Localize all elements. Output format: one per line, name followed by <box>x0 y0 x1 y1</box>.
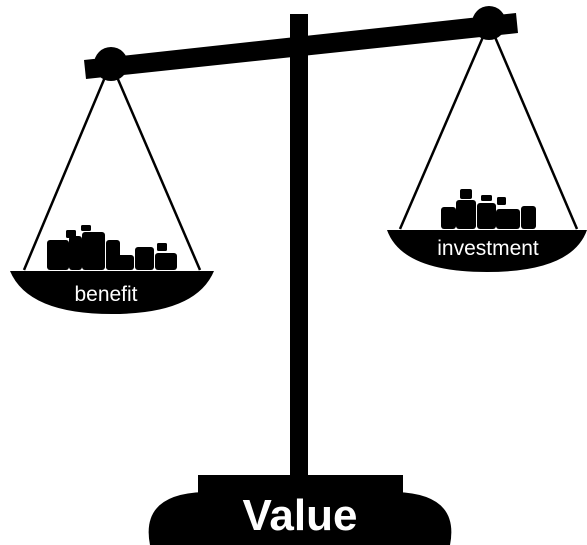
scale-beam <box>84 13 518 79</box>
base-collar <box>198 475 403 495</box>
right-pivot <box>472 6 506 40</box>
left-pan-label: benefit <box>74 283 137 306</box>
base-label: Value <box>243 491 358 540</box>
right-pan-label: investment <box>437 237 539 260</box>
left-pan <box>10 271 214 314</box>
left-pan-strings <box>22 69 202 271</box>
right-pan <box>387 230 587 272</box>
right-pan-strings <box>398 29 579 230</box>
benefit-weights <box>47 225 177 270</box>
scale-post <box>290 14 308 484</box>
scale-base <box>148 492 452 545</box>
left-pivot <box>94 47 128 81</box>
investment-weights <box>441 189 536 229</box>
